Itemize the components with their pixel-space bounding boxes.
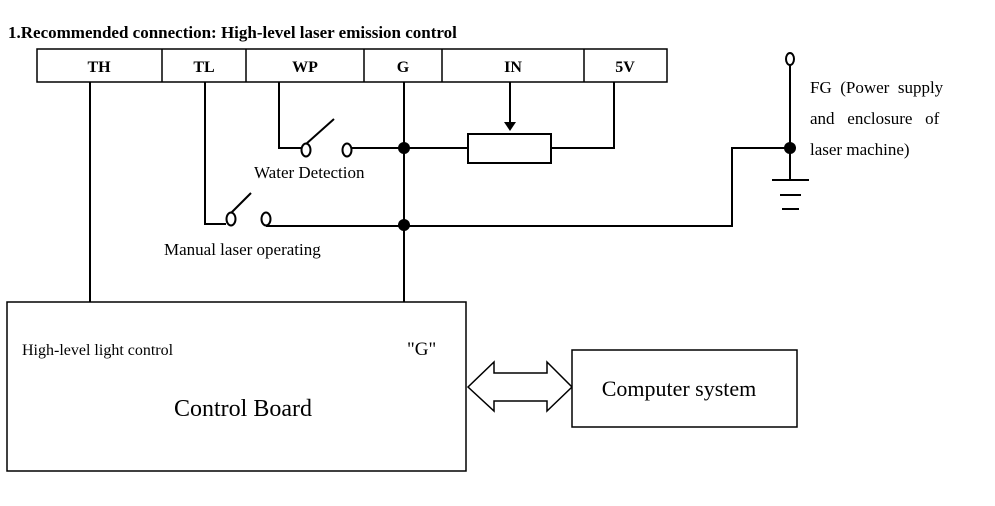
terminal-g: G [397,59,410,76]
terminal-wp: WP [292,59,318,76]
control-board-name: Control Board [174,396,312,422]
wiper-arrow-icon [504,122,516,131]
wires [89,82,790,302]
junction-dot-wp-g [398,142,410,154]
wire-tl [204,82,226,225]
computer-system-label: Computer system [602,376,757,401]
wire-manual-to-fg [266,147,790,227]
wire-pot-to-5v [551,82,615,149]
computer-system: Computer system [571,349,798,428]
control-board: High-level light control "G" Control Boa… [6,301,467,472]
fg-label-line3: laser machine) [810,140,910,159]
junction-dot-tl-g [398,219,410,231]
control-board-subtitle: High-level light control [22,342,174,359]
terminal-5v: 5V [615,59,635,76]
diagram-title: 1.Recommended connection: High-level las… [8,23,457,42]
terminal-strip: TH TL WP G IN 5V [36,48,668,83]
potentiometer [467,122,552,164]
ground-icon [772,179,809,210]
fg-label-line1: FG (Power supply [810,78,944,97]
terminal-in: IN [504,59,522,76]
manual-laser-label: Manual laser operating [164,240,321,259]
bidirectional-arrow-icon [466,360,574,413]
wire-wp [278,82,302,149]
terminal-tl: TL [193,59,214,76]
water-detection-switch [300,118,353,158]
control-board-g-label: "G" [407,339,436,360]
water-detection-label: Water Detection [254,163,365,182]
fg-label-line2: and enclosure of [810,109,940,128]
manual-laser-switch [225,192,272,227]
terminal-th: TH [87,59,111,76]
fg-terminal [785,52,795,180]
